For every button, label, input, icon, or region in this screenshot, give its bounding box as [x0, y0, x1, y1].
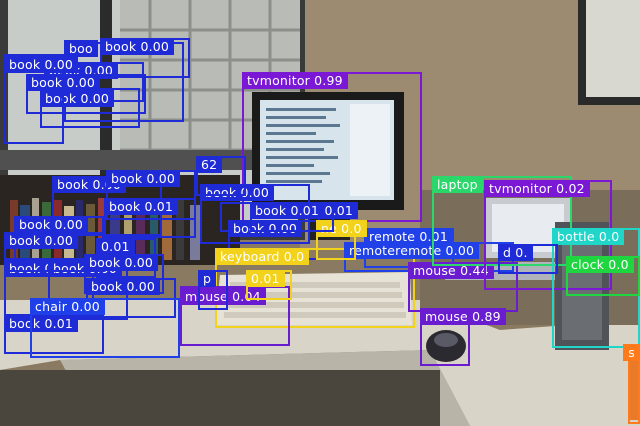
book-detection-label: book 0.00	[106, 170, 181, 187]
wall-picture	[586, 0, 640, 97]
tvmonitor-detection-label: tvmonitor 0.02	[484, 180, 590, 197]
book-detection-label: 62	[196, 156, 223, 173]
book-detection-label: 0.01	[96, 238, 135, 255]
desk-item-orange	[630, 345, 640, 420]
desk-edge	[60, 350, 470, 426]
keyboard-detection-label: keyboard 0.0	[215, 248, 310, 265]
mouse-detection-box	[180, 286, 290, 346]
book-detection-label: book 0.00	[14, 216, 89, 233]
tvmonitor-detection-label: tvmonitor 0.99	[242, 72, 348, 89]
book-detection-box	[40, 88, 140, 128]
desk-surface	[0, 300, 640, 426]
laptop-detection-label: laptop	[432, 176, 483, 193]
book-detection-label: book 0.00	[84, 254, 159, 271]
book-detection-box	[4, 54, 64, 144]
book-detection-label: p	[198, 270, 217, 287]
book-detection-label: book 0.00	[86, 278, 161, 295]
book-detection-label: d 0.	[498, 244, 533, 261]
cellphone-detection-label: ne 0.0	[316, 220, 367, 237]
laptop-detection-box	[432, 176, 572, 266]
keyboard-detection-label: 0.01	[246, 270, 285, 287]
book-detection-label: book 0.00	[4, 232, 79, 249]
sink-detection-label: s	[623, 344, 640, 361]
floor-shadow	[0, 370, 440, 426]
mouse-detection-label: mouse 0.04	[180, 288, 266, 305]
chair-detection-label: chair 0.00	[30, 298, 105, 315]
book-detection-label: book 0.01	[4, 315, 79, 332]
mouse-detection-label: mouse 0.89	[420, 308, 506, 325]
remote-detection-label: remote 0.01	[364, 228, 453, 245]
book-detection-label: book 0.00	[228, 220, 303, 237]
chair-detection-box	[30, 298, 180, 358]
bottle-detection-label: bottle 0.0	[552, 228, 625, 245]
book-detection-label: book 0.00	[100, 38, 175, 55]
boo-detection-label: boo	[64, 40, 98, 57]
book-detection-label: book 0.01	[250, 202, 325, 219]
window-sill	[0, 150, 305, 170]
book-detection-label: book 0.00	[40, 90, 115, 107]
book-detection-label: book 0.01	[104, 198, 179, 215]
clock-detection-label: clock 0.0	[566, 256, 634, 273]
book-detection-label: book 0.00	[200, 184, 275, 201]
book-detection-label: book 0.00	[4, 56, 79, 73]
remote-detection-label: remoteremote 0.00	[344, 242, 480, 259]
mouse-detection-label: mouse 0.44	[408, 262, 494, 279]
